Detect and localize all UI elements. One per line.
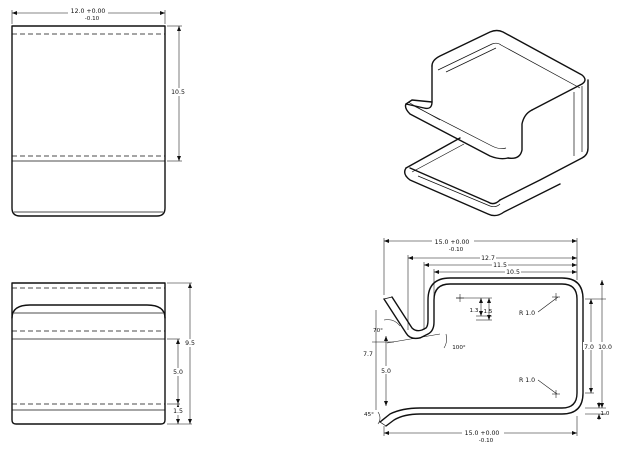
- iso-right-face: [499, 79, 589, 201]
- profile-bottom-width-label: 15.0 +0.00: [465, 430, 500, 437]
- side-height-label: 9.5: [185, 340, 195, 347]
- profile-top-width-label: 15.0 +0.00: [435, 239, 470, 246]
- front-view-outline: [11, 25, 166, 217]
- profile-100-label: 10.0: [598, 344, 612, 351]
- profile-115-label: 11.5: [493, 262, 507, 269]
- profile-angle-45-label: 45°: [364, 412, 374, 418]
- profile-angle-70-label: 70°: [373, 328, 383, 334]
- profile-bottom-width-tolerance: -0.10: [479, 438, 494, 444]
- profile-r1-top-leader: [537, 296, 559, 313]
- side-view: 9.5 5.0 1.5: [11, 282, 197, 425]
- profile-70-label: 7.0: [584, 344, 594, 351]
- profile-top-width-tolerance: -0.10: [449, 247, 464, 253]
- profile-105-label: 10.5: [506, 269, 520, 276]
- profile-view: 15.0 +0.00 -0.10 12.7 11.5 10.5 1.3 1.5 …: [362, 235, 614, 444]
- profile-outline-inner: [385, 277, 584, 427]
- iso-hook-tab: [404, 65, 509, 160]
- profile-angle-70-arc: [383, 319, 401, 327]
- isometric-view: [403, 29, 589, 217]
- front-width-label: 12.0 +0.00: [71, 8, 106, 15]
- profile-77-label: 7.7: [363, 351, 373, 358]
- side-mid-label: 5.0: [173, 369, 183, 376]
- side-view-clip-tab: [11, 304, 166, 319]
- profile-r1-bottom-leader: [537, 379, 558, 395]
- profile-r1-top-label: R 1.0: [519, 310, 535, 317]
- profile-13-label: 1.3: [470, 308, 479, 314]
- profile-127-label: 12.7: [481, 255, 495, 262]
- front-height-label: 10.5: [171, 89, 185, 96]
- side-bottom-label: 1.5: [173, 408, 183, 415]
- profile-r1-bottom-label: R 1.0: [519, 377, 535, 384]
- side-view-outline: [11, 282, 166, 425]
- profile-angle-100-arc: [443, 333, 447, 349]
- profile-10-label: 1.0: [601, 411, 610, 417]
- profile-angle-45-arc: [377, 411, 381, 425]
- iso-top-surface: [431, 29, 586, 111]
- profile-15-label: 1.5: [484, 309, 493, 315]
- front-width-tolerance: -0.10: [85, 16, 100, 22]
- iso-bottom-surface: [403, 167, 561, 217]
- profile-angle-100-label: 100°: [452, 345, 466, 351]
- front-view: 12.0 +0.00 -0.10 10.5: [11, 7, 186, 217]
- profile-50-label: 5.0: [381, 368, 391, 375]
